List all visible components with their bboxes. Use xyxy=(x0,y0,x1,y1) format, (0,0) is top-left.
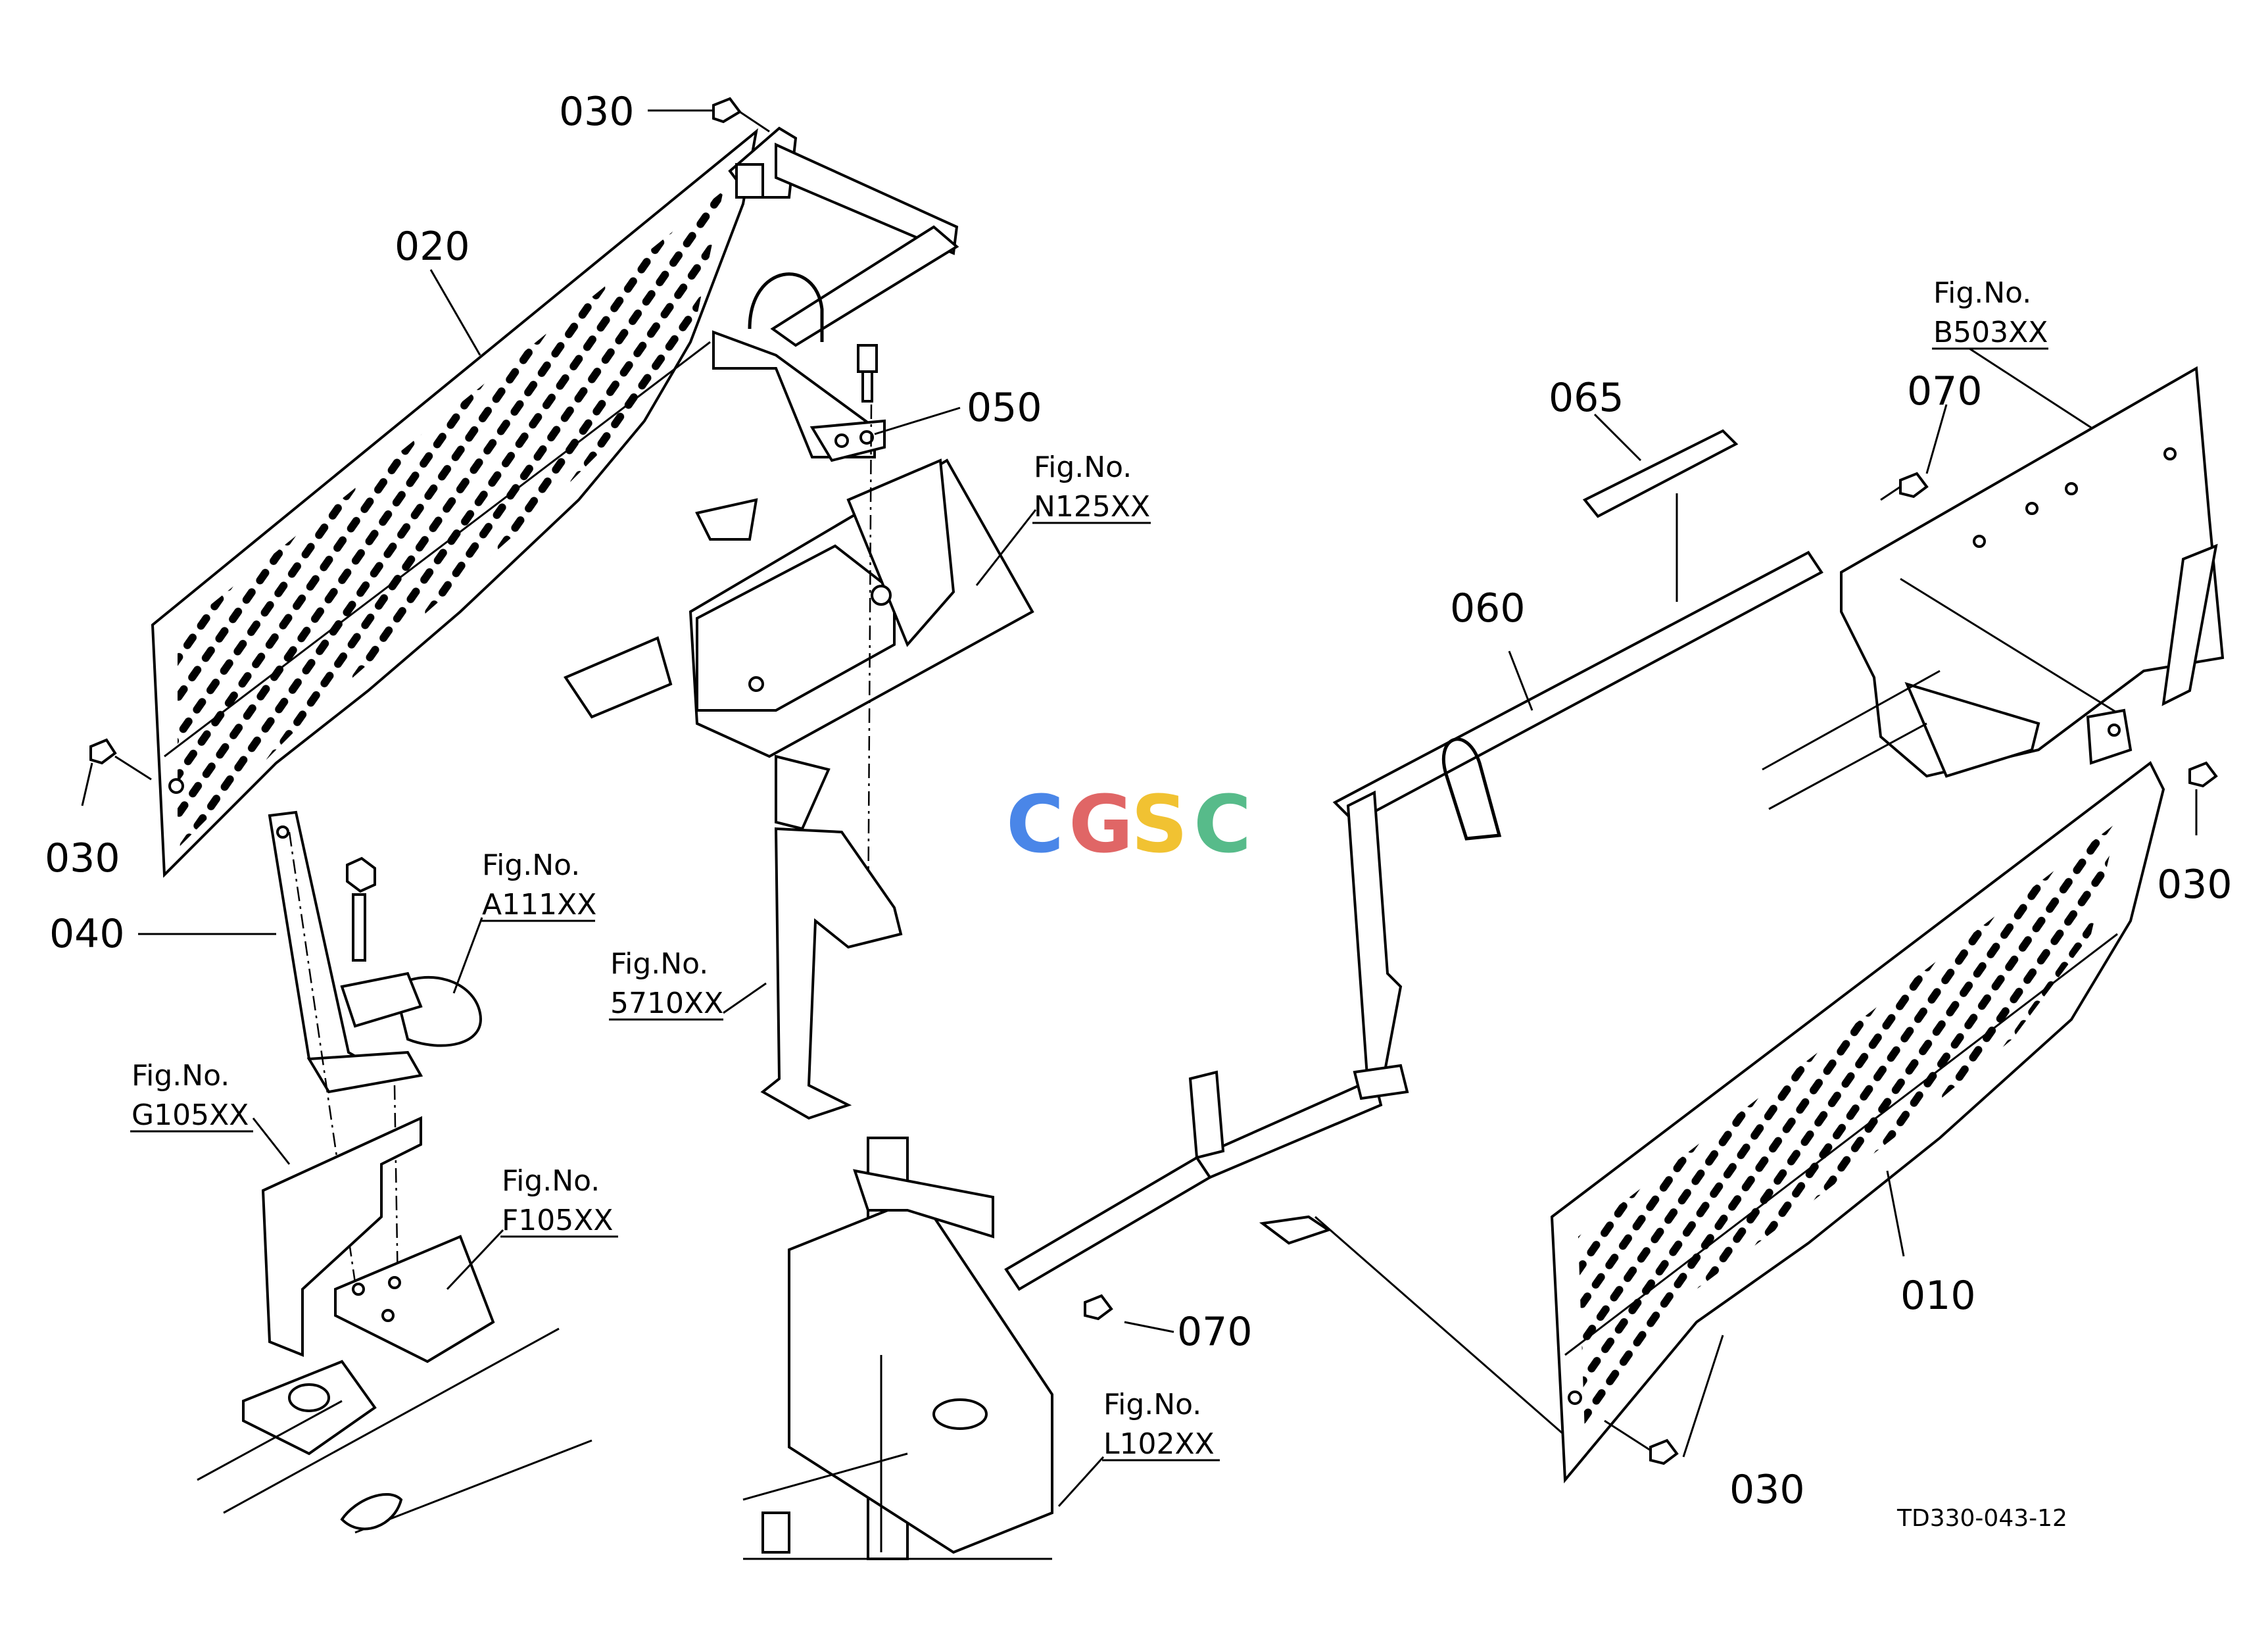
decal-065 xyxy=(1582,429,1739,518)
figref-n125-code: N125XX xyxy=(1034,490,1150,524)
figref-b503-code: B503XX xyxy=(1933,316,2048,349)
figref-b503-label: Fig.No. xyxy=(1933,276,2031,310)
part-label-070-top: 070 xyxy=(1907,368,1983,414)
figref-a111-label: Fig.No. xyxy=(482,848,580,882)
part-label-040: 040 xyxy=(49,911,125,957)
center-bracket xyxy=(564,404,1034,935)
leader-lines xyxy=(81,109,2198,1508)
figref-5710-label: Fig.No. xyxy=(610,947,708,981)
part-label-030-left: 030 xyxy=(45,835,120,881)
part-label-020: 020 xyxy=(395,224,470,270)
bolt-030-right xyxy=(2188,761,2218,788)
bolt-030-bottom xyxy=(1604,1419,1679,1465)
part-label-010: 010 xyxy=(1900,1273,1976,1319)
figref-l102-code: L102XX xyxy=(1103,1427,1215,1461)
lower-center-frame xyxy=(742,1137,1053,1560)
figref-5710: Fig.No. 5710XX xyxy=(609,947,723,1021)
part-label-065: 065 xyxy=(1549,375,1624,421)
watermark-letter-s: S xyxy=(1131,779,1188,871)
figref-f105-label: Fig.No. xyxy=(502,1164,600,1198)
figref-a111-code: A111XX xyxy=(482,888,596,922)
watermark: C G S C xyxy=(1006,779,1251,871)
top-support-bar xyxy=(712,142,959,462)
figref-n125: Fig.No. N125XX xyxy=(1032,451,1151,524)
figref-g105-code: G105XX xyxy=(132,1098,249,1132)
bolt-070-top xyxy=(1880,472,1929,501)
part-label-030-top: 030 xyxy=(559,89,635,135)
stay-bracket xyxy=(760,754,903,1120)
figref-f105-code: F105XX xyxy=(502,1204,614,1237)
watermark-letter-c1: C xyxy=(1006,779,1064,871)
watermark-letter-c2: C xyxy=(1194,779,1251,871)
right-side-panel xyxy=(1762,366,2225,810)
figref-g105-label: Fig.No. xyxy=(132,1059,229,1093)
part-label-050: 050 xyxy=(967,385,1042,431)
diagram-id: TD330-043-12 xyxy=(1896,1505,2067,1532)
figref-l102-label: Fig.No. xyxy=(1103,1388,1201,1421)
part-label-070-bottom: 070 xyxy=(1177,1309,1253,1355)
part-label-030-right: 030 xyxy=(2157,862,2232,908)
bolt-070-bottom xyxy=(1084,1294,1113,1321)
figref-g105: Fig.No. G105XX xyxy=(130,1059,253,1133)
watermark-letter-g: G xyxy=(1069,779,1134,871)
fastener-stack xyxy=(340,856,482,1047)
part-label-030-bottom: 030 xyxy=(1729,1467,1805,1513)
figref-f105: Fig.No. F105XX xyxy=(500,1164,618,1238)
figref-l102: Fig.No. L102XX xyxy=(1102,1388,1220,1462)
bolt-030-top xyxy=(712,97,770,133)
figref-a111: Fig.No. A111XX xyxy=(481,848,596,922)
figref-n125-label: Fig.No. xyxy=(1034,451,1132,484)
left-grille-panel xyxy=(151,126,798,878)
lower-left-frame xyxy=(197,1116,592,1534)
figref-5710-code: 5710XX xyxy=(610,987,723,1020)
part-label-060: 060 xyxy=(1450,585,1526,631)
right-grille-panel xyxy=(1550,708,2165,1484)
bolt-050 xyxy=(857,344,878,403)
bolt-030-left xyxy=(89,738,152,781)
figref-b503: Fig.No. B503XX xyxy=(1932,276,2048,350)
stay-060 xyxy=(1004,493,1823,1448)
